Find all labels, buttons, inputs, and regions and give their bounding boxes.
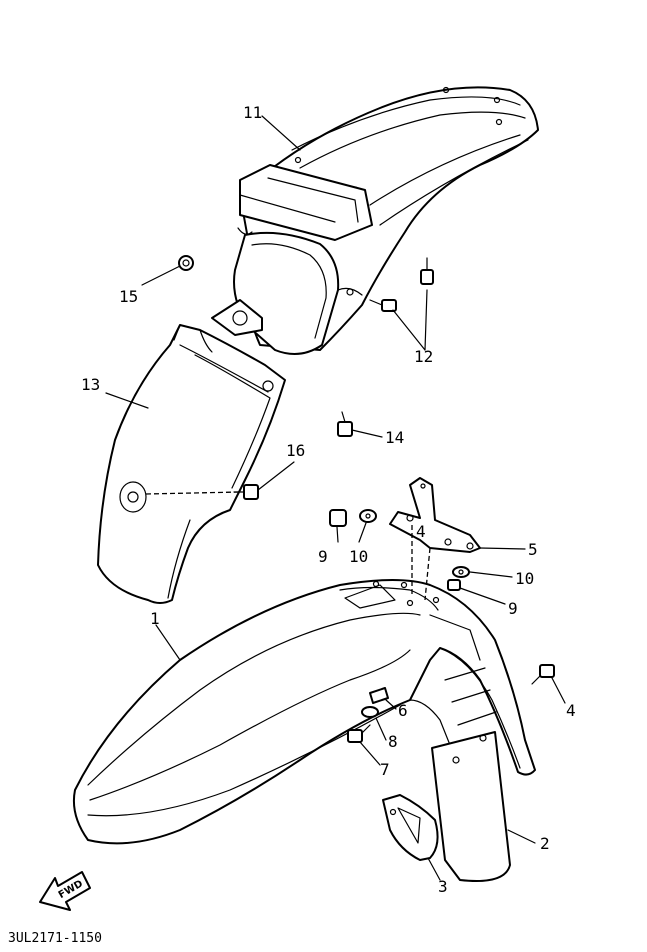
mud-flap-part-2 (431, 731, 511, 882)
label-5: 5 (528, 540, 538, 559)
bolt-part-9-a (329, 509, 347, 527)
label-8: 8 (388, 732, 398, 751)
bolt-part-12-b (369, 299, 397, 312)
label-9-right: 9 (508, 599, 518, 618)
label-1: 1 (150, 609, 160, 628)
drawing-code: 3UL2171-1150 (8, 931, 102, 946)
washer-part-10-b (452, 566, 470, 578)
bracket-part-5 (389, 477, 481, 553)
part-labels: 11 15 12 13 14 16 4 9 10 5 10 9 1 4 6 8 … (81, 103, 576, 896)
label-14: 14 (385, 428, 404, 447)
label-9-left: 9 (318, 547, 328, 566)
fwd-arrow-icon: FWD (39, 871, 91, 911)
label-10-left: 10 (349, 547, 368, 566)
label-6: 6 (398, 701, 408, 720)
label-10-right: 10 (515, 569, 534, 588)
washer-part-8 (361, 706, 379, 718)
label-4: 4 (566, 701, 576, 720)
bolt-part-7 (347, 724, 371, 743)
bolt-part-9-b (447, 579, 461, 591)
flap-bracket-part-3 (382, 794, 439, 861)
bolt-part-4 (531, 664, 555, 685)
label-4-bracket: 4 (416, 522, 426, 541)
label-3: 3 (438, 877, 448, 896)
label-13: 13 (81, 375, 100, 394)
collar-part-6 (369, 687, 389, 704)
label-7: 7 (380, 760, 390, 779)
alignment-lines (145, 491, 431, 601)
nut-part-15 (178, 255, 194, 271)
label-15: 15 (119, 287, 138, 306)
fasteners (178, 255, 555, 743)
label-11: 11 (243, 103, 262, 122)
rear-fender-part-11 (211, 86, 539, 355)
label-2: 2 (540, 834, 550, 853)
bolt-part-12-a (420, 257, 434, 285)
label-12: 12 (414, 347, 433, 366)
label-16: 16 (286, 441, 305, 460)
leader-lines (105, 115, 566, 881)
bolt-part-14 (337, 411, 353, 437)
washer-part-10-a (359, 509, 377, 523)
inner-fender-part-13 (97, 324, 286, 604)
